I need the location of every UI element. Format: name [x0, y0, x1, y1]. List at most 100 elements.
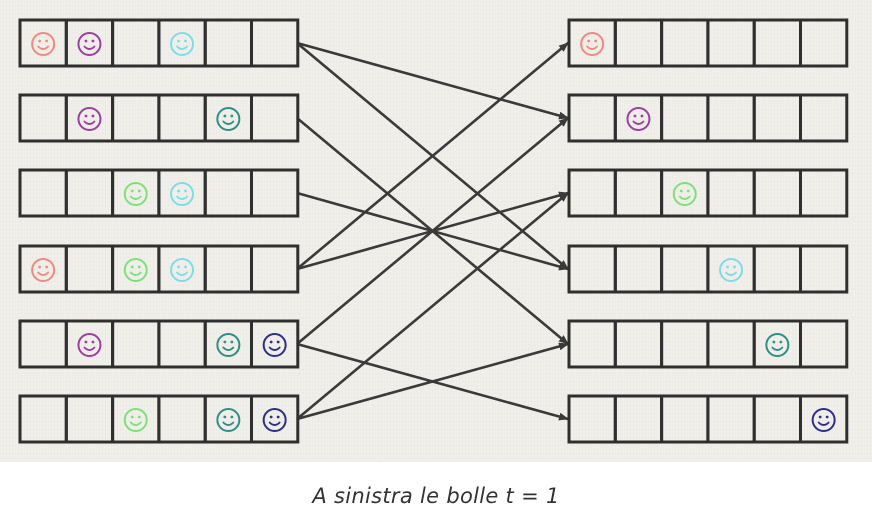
left-cell-1-6 — [250, 18, 300, 68]
salmon-smiley-icon — [31, 32, 56, 56]
left-cell-6-3 — [111, 394, 161, 444]
left-bucket-row-3 — [18, 168, 300, 218]
left-cell-3-6 — [250, 168, 300, 218]
left-cell-4-4 — [157, 244, 207, 294]
left-bucket-row-2 — [18, 93, 300, 143]
left-cell-6-2 — [64, 394, 115, 444]
right-cell-3-4 — [706, 168, 756, 218]
left-cell-2-3 — [111, 93, 161, 143]
left-cell-4-3 — [111, 244, 161, 294]
left-bucket-row-5 — [18, 319, 300, 369]
arrow-6-to-5 — [296, 342, 569, 421]
left-cell-1-4 — [157, 18, 207, 68]
right-cell-2-6 — [799, 93, 849, 143]
right-bucket-row-4 — [567, 244, 849, 294]
purple-smiley-icon — [77, 107, 102, 131]
right-cell-6-3 — [660, 394, 710, 444]
right-cell-1-4 — [706, 18, 756, 68]
arrow-5-to-2 — [296, 117, 569, 345]
left-bucket-row-1 — [18, 18, 300, 68]
bucket-diagram — [18, 18, 849, 444]
teal-smiley-icon — [765, 333, 790, 357]
green-smiley-icon — [123, 258, 148, 282]
cyan-smiley-icon — [170, 32, 195, 56]
right-cell-1-3 — [660, 18, 710, 68]
teal-smiley-icon — [216, 107, 241, 131]
left-cell-2-2 — [64, 93, 115, 143]
right-cell-1-2 — [613, 18, 664, 68]
navy-smiley-icon — [262, 408, 287, 432]
cyan-smiley-icon — [170, 258, 195, 282]
right-cell-4-5 — [752, 244, 803, 294]
right-cell-4-6 — [799, 244, 849, 294]
right-cell-6-1 — [567, 394, 617, 444]
left-cell-3-5 — [203, 168, 253, 218]
right-cell-5-4 — [706, 319, 756, 369]
right-cell-3-3 — [660, 168, 710, 218]
left-cell-1-3 — [111, 18, 161, 68]
left-cell-4-1 — [18, 244, 68, 294]
right-cell-3-6 — [799, 168, 849, 218]
right-cell-5-2 — [613, 319, 664, 369]
right-cell-1-6 — [799, 18, 849, 68]
left-cell-3-4 — [157, 168, 207, 218]
right-cell-5-3 — [660, 319, 710, 369]
caption: A sinistra le bolle t = 1 — [312, 484, 560, 508]
left-cell-5-2 — [64, 319, 115, 369]
right-bucket-row-2 — [567, 93, 849, 143]
purple-smiley-icon — [626, 107, 651, 131]
right-buckets — [567, 18, 849, 444]
green-smiley-icon — [672, 182, 697, 206]
left-cell-5-3 — [111, 319, 161, 369]
arrow-4-to-1 — [296, 42, 569, 270]
teal-smiley-icon — [216, 408, 241, 432]
right-cell-4-4 — [706, 244, 756, 294]
left-cell-2-1 — [18, 93, 68, 143]
left-cell-2-5 — [203, 93, 253, 143]
navy-smiley-icon — [811, 408, 836, 432]
left-cell-5-6 — [250, 319, 300, 369]
right-cell-3-2 — [613, 168, 664, 218]
salmon-smiley-icon — [31, 258, 56, 282]
left-cell-4-2 — [64, 244, 115, 294]
right-bucket-row-6 — [567, 394, 849, 444]
right-cell-5-6 — [799, 319, 849, 369]
right-cell-6-2 — [613, 394, 664, 444]
right-cell-5-1 — [567, 319, 617, 369]
left-cell-1-1 — [18, 18, 68, 68]
diagram-panel — [0, 0, 872, 462]
left-cell-6-1 — [18, 394, 68, 444]
right-cell-6-4 — [706, 394, 756, 444]
cyan-smiley-icon — [719, 258, 744, 282]
left-cell-5-4 — [157, 319, 207, 369]
purple-smiley-icon — [77, 32, 102, 56]
arrows-layer — [296, 41, 569, 421]
right-cell-2-3 — [660, 93, 710, 143]
right-cell-2-5 — [752, 93, 803, 143]
right-cell-3-5 — [752, 168, 803, 218]
left-cell-3-3 — [111, 168, 161, 218]
left-cell-5-5 — [203, 319, 253, 369]
right-cell-6-5 — [752, 394, 803, 444]
left-cell-6-6 — [250, 394, 300, 444]
left-buckets — [18, 18, 300, 444]
left-cell-4-5 — [203, 244, 253, 294]
right-cell-6-6 — [799, 394, 849, 444]
left-bucket-row-4 — [18, 244, 300, 294]
left-cell-1-5 — [203, 18, 253, 68]
green-smiley-icon — [123, 408, 148, 432]
salmon-smiley-icon — [580, 32, 605, 56]
purple-smiley-icon — [77, 333, 102, 357]
left-cell-1-2 — [64, 18, 115, 68]
right-cell-1-5 — [752, 18, 803, 68]
left-cell-3-1 — [18, 168, 68, 218]
cyan-smiley-icon — [170, 182, 195, 206]
left-cell-5-1 — [18, 319, 68, 369]
right-cell-4-1 — [567, 244, 617, 294]
right-cell-3-1 — [567, 168, 617, 218]
right-bucket-row-5 — [567, 319, 849, 369]
arrow-1-to-2 — [296, 41, 569, 120]
right-cell-2-2 — [613, 93, 664, 143]
right-cell-4-3 — [660, 244, 710, 294]
right-cell-2-4 — [706, 93, 756, 143]
